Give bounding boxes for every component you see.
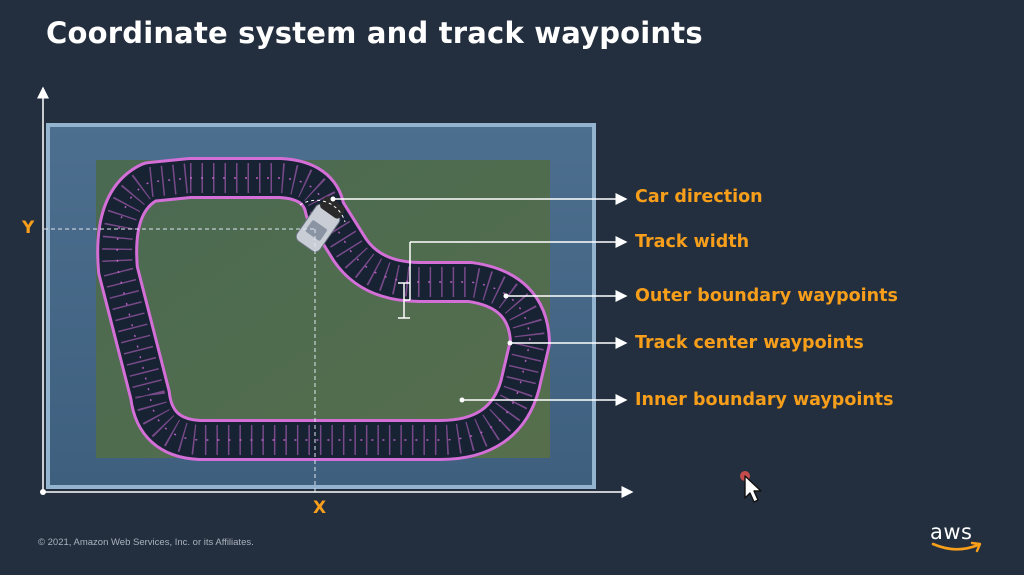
- aws-smile-arrow-icon: [931, 541, 982, 553]
- mouse-cursor: [739, 470, 767, 509]
- footer-copyright: © 2021, Amazon Web Services, Inc. or its…: [38, 537, 254, 548]
- callout-outer-boundary-line: [503, 290, 628, 302]
- race-car: [295, 196, 345, 253]
- callout-car-direction: Car direction: [635, 187, 763, 207]
- y-axis-label: Y: [22, 218, 35, 238]
- callout-inner-boundary-waypoints: Inner boundary waypoints: [635, 390, 894, 410]
- callout-inner-boundary-line: [459, 394, 628, 406]
- aws-logo-text: aws: [930, 520, 973, 544]
- x-axis-label: X: [313, 498, 327, 518]
- origin-dot: [40, 489, 46, 495]
- callout-outer-boundary-waypoints: Outer boundary waypoints: [635, 286, 898, 306]
- aws-logo: aws: [930, 520, 986, 555]
- callout-track-center-waypoints: Track center waypoints: [635, 333, 864, 353]
- callout-track-width-line: [398, 236, 628, 319]
- track-surface: [99, 160, 548, 458]
- car-direction-arc: [299, 199, 346, 223]
- callout-track-width: Track width: [635, 232, 750, 252]
- callout-car-direction-line: [330, 193, 628, 205]
- callout-center-line: [507, 337, 628, 349]
- race-track: [96, 157, 551, 461]
- slide-title: Coordinate system and track waypoints: [46, 16, 703, 50]
